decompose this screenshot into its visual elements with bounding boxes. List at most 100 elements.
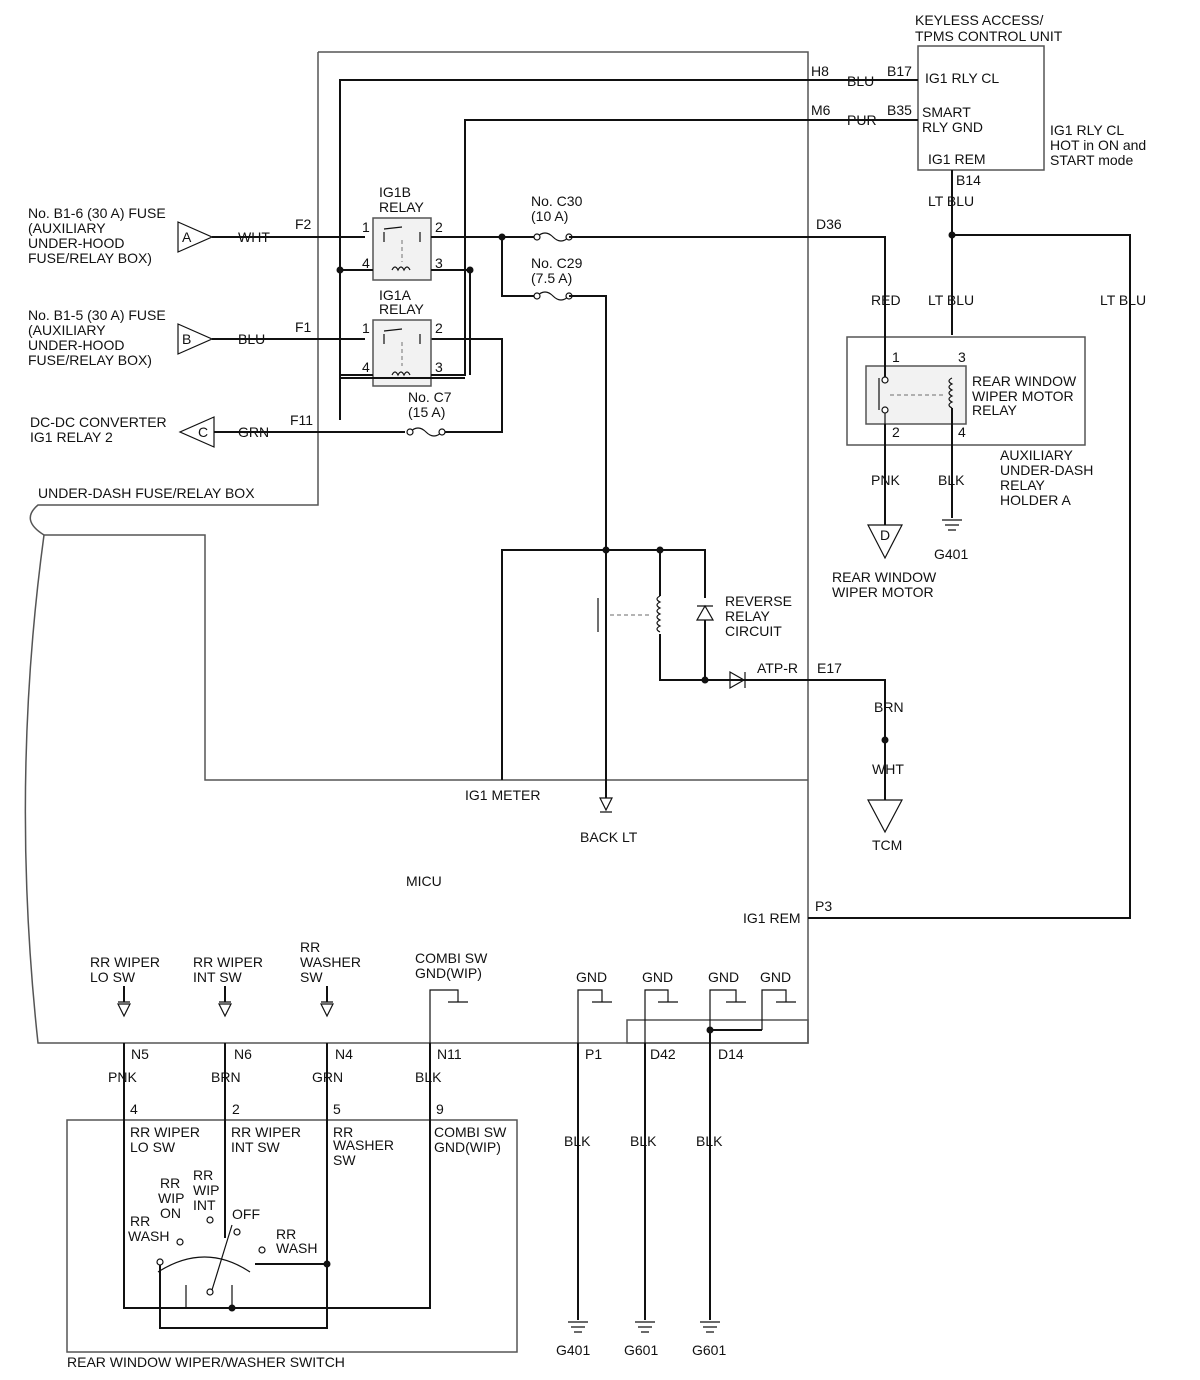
ig1a-pin3: 3 <box>435 359 443 375</box>
label-h8: H8 <box>811 63 829 79</box>
wire-n4-grn <box>159 1043 328 1329</box>
ig1a-contact <box>383 328 421 344</box>
label-blu: BLU <box>847 73 874 89</box>
ig1b-pin2: 2 <box>435 219 443 235</box>
label-red: RED <box>871 292 901 308</box>
fuse-c30-l <box>533 233 541 241</box>
mb-n6: N6 <box>234 1046 252 1062</box>
pin-b35: B35 <box>887 102 912 118</box>
ig1b-title-2: RELAY <box>379 199 425 215</box>
ig1a-coil-icon <box>391 371 411 377</box>
sw-combi-2: GND(WIP) <box>434 1139 501 1155</box>
motor-1: REAR WINDOW <box>832 569 937 585</box>
under-dash-box-top-edge <box>29 52 319 536</box>
sw-rr-wip-on-1: RR <box>160 1175 180 1191</box>
label-lt-blu-mid: LT BLU <box>928 292 974 308</box>
wire-m6-pur <box>464 119 918 265</box>
fuse-c30-rating: (10 A) <box>531 208 568 224</box>
wire-lt-blu-right <box>808 234 1131 919</box>
src-a-1: No. B1-6 (30 A) FUSE <box>28 205 166 221</box>
reverse-coil-wire <box>659 550 745 681</box>
label-lt-blu-right: LT BLU <box>1100 292 1146 308</box>
note-1: IG1 RLY CL <box>1050 122 1124 138</box>
ig1a-pin1: 1 <box>362 320 370 336</box>
sw-int-2: INT SW <box>231 1139 281 1155</box>
label-wht-2: WHT <box>872 761 904 777</box>
rear-relay-pin2-dot <box>881 406 889 414</box>
label-blk: BLK <box>938 472 965 488</box>
ig1a-pin3-feed <box>339 375 465 379</box>
label-pnk: PNK <box>871 472 900 488</box>
rear-relay-pin3: 3 <box>958 349 966 365</box>
sw-rr-wip-on-2: WIP <box>158 1190 184 1206</box>
sw-rr-wash-l-2: WASH <box>128 1228 169 1244</box>
mb-combi-1: COMBI SW <box>415 950 488 966</box>
mb-lo-2: LO SW <box>90 969 136 985</box>
switch-inner-wire <box>185 1224 233 1308</box>
wash-sw-arrow-icon <box>320 1001 334 1018</box>
pin-b14: B14 <box>956 172 981 188</box>
conn-a: A <box>182 229 192 245</box>
fuse-c7-rating: (15 A) <box>408 404 445 420</box>
mb-gnd-1: GND <box>576 969 607 985</box>
sw-rr-wash-r-2: WASH <box>276 1240 317 1256</box>
src-b-4: FUSE/RELAY BOX) <box>28 352 152 368</box>
ig1b-pin4: 4 <box>362 255 370 271</box>
holder-2: UNDER-DASH <box>1000 462 1093 478</box>
pin-rly-gnd: RLY GND <box>922 119 983 135</box>
sw-rr-wip-int-2: WIP <box>193 1182 219 1198</box>
ig1-meter: IG1 METER <box>465 787 540 803</box>
holder-1: AUXILIARY <box>1000 447 1074 463</box>
pin-b17: B17 <box>887 63 912 79</box>
mb-g601-b: G601 <box>692 1342 726 1358</box>
junction-lt-blu <box>948 231 956 239</box>
reverse-coil-icon <box>656 595 662 633</box>
ig1a-title-2: RELAY <box>379 301 425 317</box>
src-b-3: UNDER-HOOD <box>28 337 124 353</box>
wire-reverse-bus <box>501 549 706 780</box>
wire-c29-out <box>569 295 607 798</box>
junction-wash-right <box>323 1260 331 1268</box>
mb-pnk: PNK <box>108 1069 137 1085</box>
mb-gnd-2: GND <box>642 969 673 985</box>
label-e17: E17 <box>817 660 842 676</box>
src-c-1: DC-DC CONVERTER <box>30 414 167 430</box>
switch-contact-on <box>176 1238 184 1246</box>
ig1a-pin2: 2 <box>435 320 443 336</box>
wire-labels: H8 M6 D36 F2 F1 F11 E17 P3 BLU PUR WHT B… <box>238 63 1146 914</box>
holder-3: RELAY <box>1000 477 1046 493</box>
ig1b-pin1: 1 <box>362 219 370 235</box>
ig1-rem: IG1 REM <box>743 910 801 926</box>
label-f11: F11 <box>290 412 313 428</box>
under-dash-fuse-box-outline <box>24 51 809 1044</box>
under-dash-box-label: UNDER-DASH FUSE/RELAY BOX <box>38 485 255 501</box>
switch-title: REAR WINDOW WIPER/WASHER SWITCH <box>67 1354 345 1370</box>
fuse-c29: No. C29 <box>531 255 583 271</box>
switch-labels: 4 2 5 9 RR WIPER LO SW RR WIPER INT SW R… <box>67 1101 507 1370</box>
keyless-title-1: KEYLESS ACCESS/ <box>915 12 1044 28</box>
micu-labels: UNDER-DASH FUSE/RELAY BOX REVERSE RELAY … <box>38 485 902 926</box>
sw-wash-3: SW <box>333 1152 356 1168</box>
label-grn: GRN <box>238 424 269 440</box>
mb-lo-1: RR WIPER <box>90 954 160 970</box>
pin-smart: SMART <box>922 104 971 120</box>
g601-a-ground-icon <box>635 1321 655 1333</box>
fuse-c29-l <box>533 292 541 300</box>
sw-pin4: 4 <box>130 1101 138 1117</box>
label-d36: D36 <box>816 216 842 232</box>
micu-title: MICU <box>406 873 442 889</box>
switch-contact-off <box>233 1228 241 1236</box>
sw-wash-1: RR <box>333 1124 353 1140</box>
rear-relay-pin2: 2 <box>892 424 900 440</box>
mb-blk: BLK <box>415 1069 442 1085</box>
keyless-title-2: TPMS CONTROL UNIT <box>915 28 1063 44</box>
conn-b: B <box>182 331 191 347</box>
src-a-2: (AUXILIARY <box>28 220 106 236</box>
junction-reverse-a <box>602 546 610 554</box>
pin-ig1-rly-cl: IG1 RLY CL <box>925 70 999 86</box>
source-labels: No. B1-6 (30 A) FUSE (AUXILIARY UNDER-HO… <box>28 205 208 445</box>
note-3: START mode <box>1050 152 1133 168</box>
wire-to-c29 <box>501 237 537 297</box>
mb-gnd-3: GND <box>708 969 739 985</box>
